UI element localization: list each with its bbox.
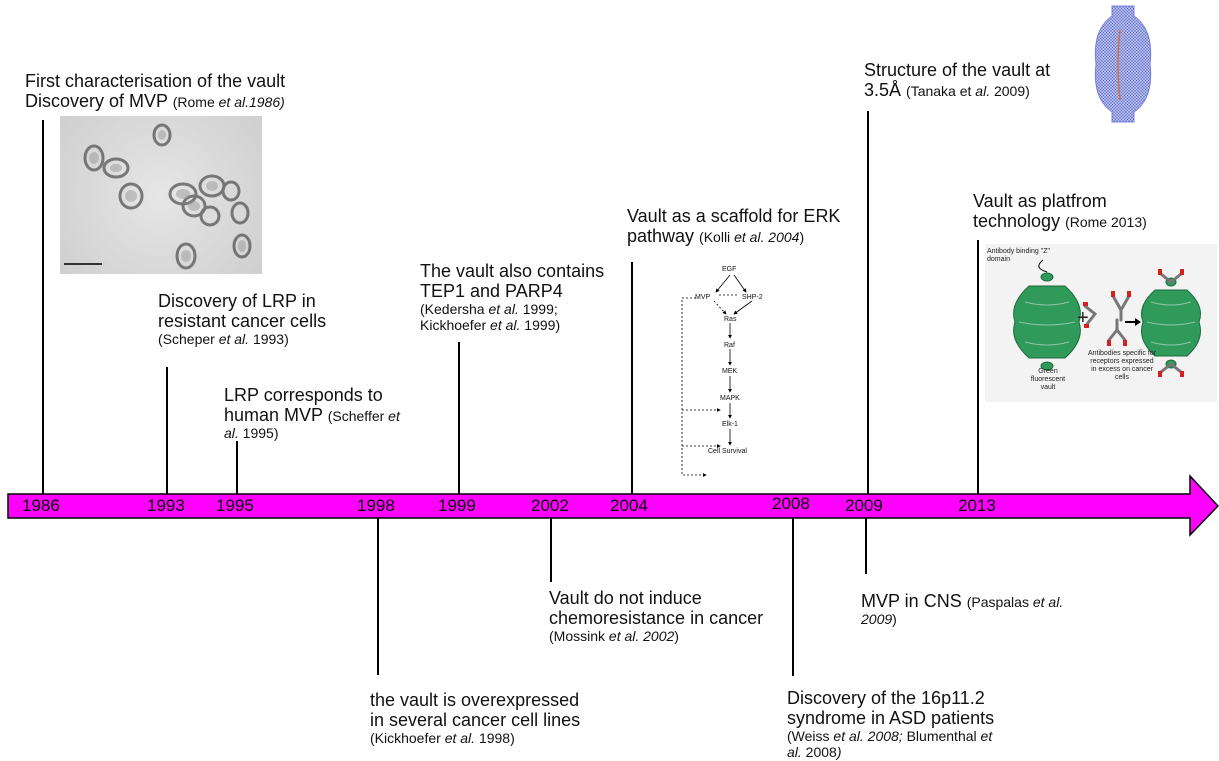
event-2004-line2: pathway (Kolli et al. 2004) bbox=[627, 226, 805, 246]
event-1995: LRP corresponds to human MVP (Scheffer e… bbox=[224, 385, 444, 441]
event-1993-line2: resistant cancer cells bbox=[158, 311, 327, 331]
connector-2002 bbox=[550, 518, 552, 582]
event-1995-ref: al. 1995) bbox=[224, 425, 279, 441]
year-2008: 2008 bbox=[772, 494, 810, 513]
year-2013: 2013 bbox=[958, 496, 996, 515]
connector-2008 bbox=[792, 518, 794, 676]
year-1999: 1999 bbox=[438, 496, 476, 515]
event-2004: Vault as a scaffold for ERK pathway (Kol… bbox=[627, 206, 887, 246]
event-2008-ref1: (Weiss et al. 2008; Blumenthal et bbox=[787, 728, 993, 744]
event-2009-structure-line2: 3.5Å (Tanaka et al. 2009) bbox=[864, 80, 1030, 100]
pathway-node-mek: MEK bbox=[722, 368, 738, 375]
event-2009-cns-line1: MVP in CNS (Paspalas et al. bbox=[861, 591, 1064, 611]
connector-1993 bbox=[166, 367, 168, 494]
pathway-node-egf: EGF bbox=[722, 266, 737, 273]
pathway-node-raf: Raf bbox=[724, 342, 735, 349]
vault-particles bbox=[64, 123, 252, 270]
event-2009-cns-ref: 2009) bbox=[861, 611, 897, 627]
connector-1986 bbox=[42, 120, 44, 494]
year-1993: 1993 bbox=[147, 496, 185, 515]
event-2008-ref2: al. 2008) bbox=[787, 744, 842, 760]
event-1993-line1: Discovery of LRP in bbox=[158, 291, 316, 311]
vault-platform-figure: + Antibody binding "Z" domain Green fluo… bbox=[985, 244, 1217, 402]
platform-drawing bbox=[1013, 259, 1201, 377]
erk-pathway-diagram: EGF MVP SHP-2 Ras Raf MEK MAPK Elk-1 Cel… bbox=[668, 262, 778, 484]
event-1999-ref2: Kickhoefer et al. 1999) bbox=[420, 317, 561, 333]
event-1998: the vault is overexpressed in several ca… bbox=[370, 690, 630, 746]
event-1999-line1: The vault also contains bbox=[420, 261, 605, 281]
event-2002-ref: (Mossink et al. 2002) bbox=[549, 628, 679, 644]
event-1995-line1: LRP corresponds to bbox=[224, 385, 383, 405]
event-1986-line2: Discovery of MVP (Rome et al.1986) bbox=[25, 91, 285, 111]
event-2002-line2: chemoresistance in cancer bbox=[549, 608, 764, 628]
event-2002-line1: Vault do not induce bbox=[549, 588, 702, 608]
event-2013: Vault as platfrom technology (Rome 2013) bbox=[973, 191, 1213, 231]
connector-1999 bbox=[458, 342, 460, 494]
platform-plus-sign: + bbox=[1077, 307, 1089, 329]
event-1995-line2: human MVP (Scheffer et bbox=[224, 405, 400, 425]
event-1999: The vault also contains TEP1 and PARP4 (… bbox=[420, 261, 660, 333]
event-1999-line2: TEP1 and PARP4 bbox=[420, 281, 563, 301]
event-2013-line2: technology (Rome 2013) bbox=[973, 211, 1147, 231]
connector-2013 bbox=[977, 240, 979, 494]
event-2002: Vault do not induce chemoresistance in c… bbox=[549, 588, 799, 644]
pathway-node-ras: Ras bbox=[724, 316, 737, 323]
connector-2009-up bbox=[867, 111, 869, 494]
pathway-node-mvp: MVP bbox=[695, 294, 711, 301]
event-2009-structure-line1: Structure of the vault at bbox=[864, 60, 1051, 80]
year-2002: 2002 bbox=[531, 496, 569, 515]
year-1995: 1995 bbox=[216, 496, 254, 515]
event-2009-cns: MVP in CNS (Paspalas et al. 2009) bbox=[861, 591, 1101, 627]
year-2004: 2004 bbox=[610, 496, 648, 515]
event-2013-line1: Vault as platfrom bbox=[973, 191, 1107, 211]
year-1986: 1986 bbox=[22, 496, 60, 515]
platform-label-antibodies: Antibodies specific for receptors expres… bbox=[1087, 350, 1157, 381]
event-1986: First characterisation of the vault Disc… bbox=[25, 71, 345, 111]
pathway-node-mapk: MAPK bbox=[720, 395, 740, 402]
event-1999-ref1: (Kedersha et al. 1999; bbox=[420, 301, 558, 317]
event-1998-line2: in several cancer cell lines bbox=[370, 710, 581, 730]
event-2008-line1: Discovery of the 16p11.2 bbox=[787, 688, 985, 708]
event-2004-line1: Vault as a scaffold for ERK bbox=[627, 206, 841, 226]
event-2008: Discovery of the 16p11.2 syndrome in ASD… bbox=[787, 688, 1057, 760]
event-2009-structure: Structure of the vault at 3.5Å (Tanaka e… bbox=[864, 60, 1104, 100]
year-2009: 2009 bbox=[845, 496, 883, 515]
event-1993-ref: (Scheper et al. 1993) bbox=[158, 331, 289, 347]
pathway-arrows bbox=[681, 274, 753, 477]
pathway-node-cell-survival: Cell Survival bbox=[708, 448, 747, 455]
connector-1995 bbox=[236, 441, 238, 494]
platform-label-zdomain: Antibody binding "Z" domain bbox=[987, 248, 1050, 263]
year-1998: 1998 bbox=[357, 496, 395, 515]
connector-1998 bbox=[377, 518, 379, 675]
pathway-node-elk1: Elk-1 bbox=[722, 421, 738, 428]
platform-label-green-vault: Green fluorescent vault bbox=[1030, 368, 1066, 391]
pathway-node-shp2: SHP-2 bbox=[742, 294, 763, 301]
connector-2009-down bbox=[865, 518, 867, 574]
connector-2004 bbox=[631, 262, 633, 494]
event-1993: Discovery of LRP in resistant cancer cel… bbox=[158, 291, 398, 347]
vault-structure-image bbox=[1094, 5, 1152, 123]
event-2008-line2: syndrome in ASD patients bbox=[787, 708, 995, 728]
event-1998-line1: the vault is overexpressed bbox=[370, 690, 580, 710]
electron-micrograph-image bbox=[60, 116, 262, 274]
event-1986-title: First characterisation of the vault bbox=[25, 71, 286, 91]
event-1998-ref: (Kickhoefer et al. 1998) bbox=[370, 730, 515, 746]
